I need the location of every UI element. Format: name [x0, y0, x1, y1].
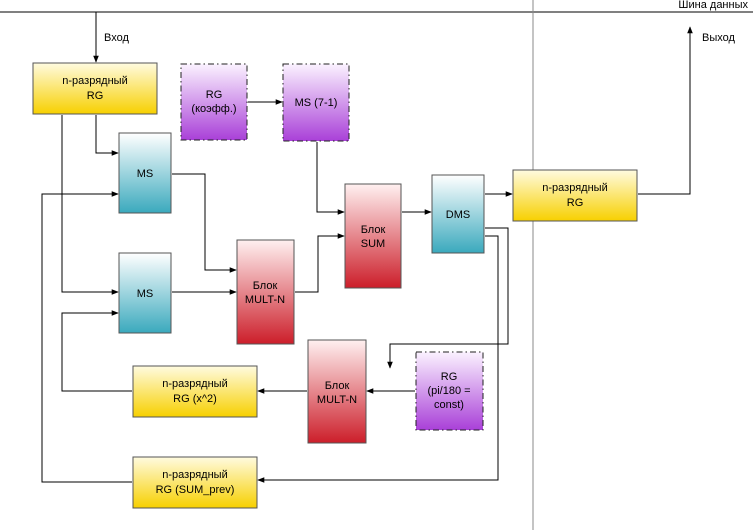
- multiplexer-7-1: MS (7-1): [282, 63, 350, 142]
- multiplier-block-top: Блок MULT-N: [236, 239, 295, 345]
- wire-rgin-mstop: [95, 115, 119, 156]
- wire-dms-sumprev: [257, 235, 499, 483]
- sum-block: Блок SUM: [344, 183, 402, 289]
- svg-text:MS: MS: [137, 288, 154, 300]
- svg-text:RG: RG: [87, 90, 104, 102]
- wire-x2-msbottom: [61, 310, 132, 392]
- svg-text:(коэфф.): (коэфф.): [191, 103, 236, 115]
- multiplexer-top: MS: [118, 132, 172, 214]
- multiplier-block-bottom: Блок MULT-N: [307, 339, 367, 444]
- svg-text:n-разрядный: n-разрядный: [62, 75, 127, 87]
- wire-output: [638, 26, 693, 195]
- svg-text:n-разрядный: n-разрядный: [162, 469, 227, 481]
- register-sum-prev: n-разрядный RG (SUM_prev): [132, 456, 258, 509]
- input-label: Вход: [104, 32, 129, 44]
- register-x-squared: n-разрядный RG (x^2): [132, 365, 258, 418]
- data-bus-label: Шина данных: [678, 0, 748, 11]
- svg-text:RG: RG: [441, 371, 458, 383]
- wire-ms71-sum: [316, 142, 345, 215]
- svg-text:n-разрядный: n-разрядный: [542, 182, 607, 194]
- svg-text:SUM: SUM: [361, 238, 385, 250]
- svg-text:RG: RG: [567, 197, 584, 209]
- svg-text:Блок: Блок: [361, 224, 386, 236]
- svg-text:RG: RG: [206, 89, 223, 101]
- wire-mult-sum: [295, 233, 345, 293]
- svg-text:RG (x^2): RG (x^2): [173, 393, 217, 405]
- svg-text:MULT-N: MULT-N: [245, 294, 285, 306]
- svg-text:MULT-N: MULT-N: [317, 394, 357, 406]
- svg-text:Блок: Блок: [325, 380, 350, 392]
- wire-sumprev-mstop: [41, 191, 132, 483]
- register-constant: RG (pi/180 = const): [415, 351, 484, 431]
- multiplexer-bottom: MS: [118, 252, 172, 334]
- svg-text:DMS: DMS: [446, 209, 470, 221]
- wire-dms-multbottom: [387, 227, 509, 369]
- wire-rgin-msbottom: [61, 115, 119, 295]
- svg-text:RG (SUM_prev): RG (SUM_prev): [156, 484, 235, 496]
- svg-text:MS: MS: [137, 168, 154, 180]
- svg-text:MS (7-1): MS (7-1): [295, 97, 338, 109]
- svg-text:n-разрядный: n-разрядный: [162, 378, 227, 390]
- svg-text:(pi/180 =: (pi/180 =: [427, 385, 470, 397]
- connections: [41, 12, 693, 483]
- svg-text:Блок: Блок: [253, 280, 278, 292]
- wire-mstop-mult: [172, 173, 237, 273]
- register-coefficient: RG (коэфф.): [180, 63, 248, 141]
- register-input: n-разрядный RG: [32, 62, 158, 115]
- register-output: n-разрядный RG: [512, 169, 638, 222]
- output-label: Выход: [702, 32, 735, 44]
- demultiplexer: DMS: [431, 174, 485, 254]
- svg-text:const): const): [434, 399, 464, 411]
